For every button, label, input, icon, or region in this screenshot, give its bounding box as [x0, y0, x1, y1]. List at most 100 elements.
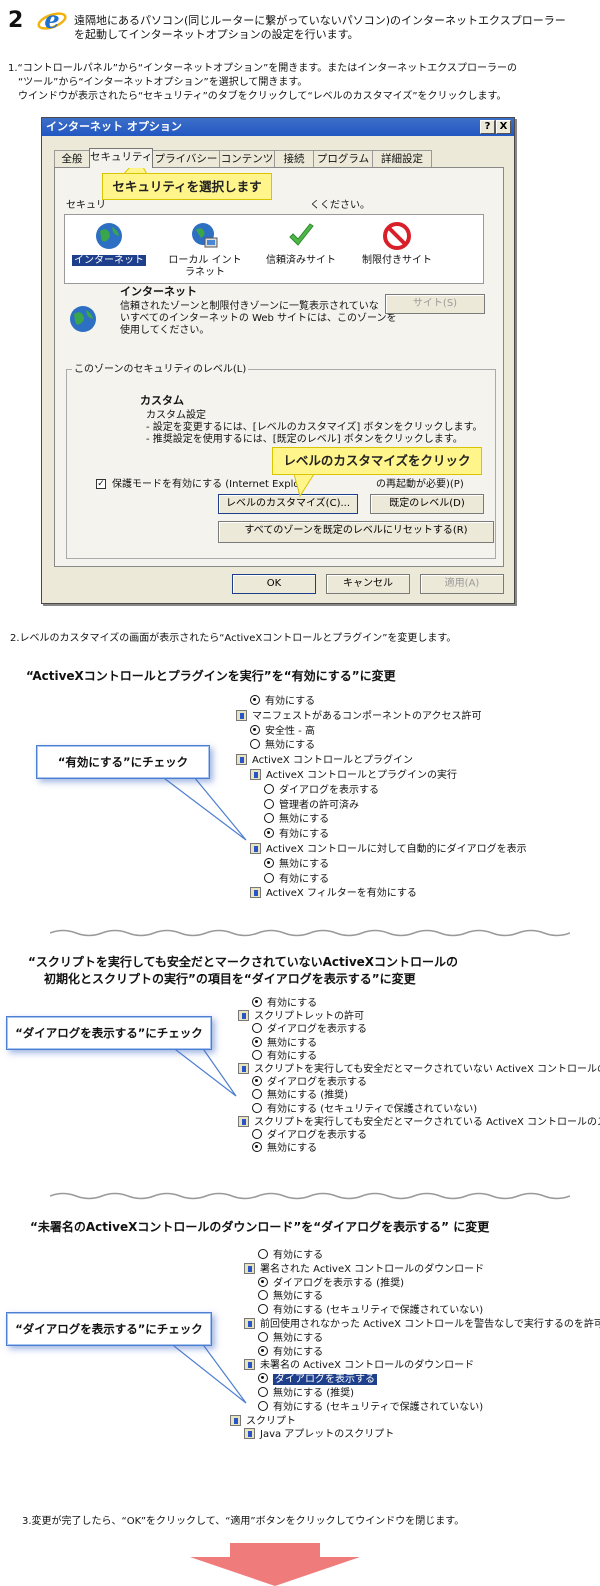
help-button[interactable]: ?	[480, 120, 495, 134]
radio-option[interactable]: ダイアログを表示する	[252, 1023, 367, 1036]
tab-programs[interactable]: プログラム	[313, 150, 373, 167]
radio-option[interactable]: ダイアログを表示する	[252, 1129, 367, 1142]
close-button[interactable]: X	[496, 120, 511, 134]
zone-local-intranet[interactable]: ローカル イントラネット	[165, 219, 245, 279]
setting-item[interactable]: スクリプトを実行しても安全だとマークされていない ActiveX コントロールの…	[238, 1063, 600, 1076]
radio-button-icon	[252, 1142, 262, 1153]
zone-desc-3: 使用してください。	[120, 325, 210, 336]
apply-button[interactable]: 適用(A)	[420, 574, 504, 594]
tab-general[interactable]: 全般	[54, 150, 90, 167]
radio-option[interactable]: 安全性 - 高	[250, 724, 315, 738]
callout-select-security: セキュリティを選択します	[102, 173, 272, 200]
radio-option[interactable]: 有効にする	[264, 828, 329, 841]
radio-option[interactable]: 有効にする	[252, 997, 317, 1010]
protected-mode-checkbox[interactable]: ✓	[96, 479, 106, 489]
radio-option[interactable]: 有効にする	[258, 1345, 323, 1359]
option-label: スクリプトを実行しても安全だとマークされていない ActiveX コントロールの…	[254, 1064, 600, 1075]
option-label: 有効にする (セキュリティで保護されていない)	[273, 1401, 484, 1413]
step2-text: 2.レベルのカスタマイズの画面が表示されたら“ActiveXコントロールとプラグ…	[10, 633, 457, 644]
option-label: ダイアログを表示する	[267, 1130, 367, 1141]
option-label: 有効にする (セキュリティで保護されていない)	[267, 1103, 478, 1115]
setting-item[interactable]: ActiveX コントロールに対して自動的にダイアログを表示	[250, 843, 527, 856]
ok-button[interactable]: OK	[232, 574, 316, 594]
option-label: 未署名の ActiveX コントロールのダウンロード	[260, 1360, 475, 1372]
radio-option[interactable]: 無効にする (推奨)	[258, 1387, 354, 1400]
setting-icon	[238, 1010, 249, 1022]
cancel-button[interactable]: キャンセル	[326, 574, 410, 594]
custom-level-button[interactable]: レベルのカスタマイズ(C)...	[218, 494, 358, 514]
zone-restricted-sites[interactable]: 制限付きサイト	[357, 219, 437, 267]
radio-button-icon	[264, 798, 274, 809]
setting-icon	[244, 1262, 255, 1274]
internet-options-dialog: インターネット オプション ? X 全般 セキュリティ プライバシー コンテンツ…	[41, 117, 515, 604]
setting-item[interactable]: マニフェストがあるコンポーネントのアクセス許可	[236, 709, 482, 723]
radio-option[interactable]: ダイアログを表示する	[258, 1373, 377, 1386]
setting-item[interactable]: ActiveX コントロールとプラグインの実行	[250, 769, 457, 782]
zone-trusted-sites[interactable]: 信頼済みサイト	[261, 219, 341, 267]
tab-advanced[interactable]: 詳細設定	[372, 150, 432, 167]
option-label: 無効にする (推奨)	[273, 1388, 355, 1399]
radio-option[interactable]: 無効にする	[252, 1142, 317, 1155]
callout-pointer	[294, 474, 315, 498]
setting-item[interactable]: 未署名の ActiveX コントロールのダウンロード	[244, 1359, 474, 1372]
radio-option[interactable]: ダイアログを表示する (推奨)	[258, 1276, 404, 1290]
level-desc-2: - 設定を変更するには、[レベルのカスタマイズ] ボタンをクリックします。	[146, 422, 483, 433]
radio-option[interactable]: 無効にする	[252, 1036, 317, 1050]
zone-label: 信頼済みサイト	[266, 255, 336, 266]
radio-option[interactable]: ダイアログを表示する	[252, 1076, 367, 1089]
section2-heading-2: 初期化とスクリプトの実行”の項目を“ダイアログを表示する”に変更	[44, 972, 416, 986]
option-label: 有効にする	[279, 829, 330, 841]
radio-option[interactable]: 無効にする	[258, 1331, 323, 1345]
callout-pointer	[150, 1327, 247, 1404]
tab-privacy[interactable]: プライバシー	[152, 150, 220, 167]
radio-button-icon	[258, 1387, 268, 1397]
option-label: 有効にする	[267, 998, 318, 1009]
radio-option[interactable]: 有効にする	[264, 872, 329, 886]
reset-all-zones-button[interactable]: すべてのゾーンを既定のレベルにリセットする(R)	[218, 521, 494, 543]
setting-item[interactable]: 前回使用されなかった ActiveX コントロールを警告なしで実行するのを許可	[244, 1318, 600, 1331]
setting-item[interactable]: スクリプト	[230, 1414, 296, 1428]
zone-internet[interactable]: インターネット	[69, 219, 149, 267]
radio-button-icon	[252, 1023, 262, 1034]
radio-option[interactable]: 有効にする (セキュリティで保護されていない)	[258, 1304, 483, 1317]
radio-option[interactable]: 無効にする	[264, 857, 329, 871]
setting-item[interactable]: ActiveX コントロールとプラグイン	[236, 754, 413, 767]
radio-option[interactable]: 有効にする	[250, 695, 315, 708]
callout-pointer	[140, 760, 247, 841]
option-label: 有効にする	[265, 696, 316, 707]
radio-button-icon	[258, 1304, 268, 1315]
level-desc-3: - 推奨設定を使用するには、[既定のレベル] ボタンをクリックします。	[146, 434, 463, 445]
option-label: マニフェストがあるコンポーネントのアクセス許可	[252, 710, 482, 722]
option-label: 前回使用されなかった ActiveX コントロールを警告なしで実行するのを許可	[260, 1319, 600, 1330]
radio-option[interactable]: 有効にする (セキュリティで保護されていない)	[258, 1400, 484, 1414]
setting-icon	[236, 754, 247, 766]
zone-selector: インターネット ローカル イントラネット 信頼済みサイト 制限付きサイト	[64, 214, 484, 284]
default-level-button[interactable]: 既定のレベル(D)	[370, 494, 484, 514]
zone-desc-1: 信頼されたゾーンと制限付きゾーンに一覧表示されていな	[120, 301, 379, 312]
setting-item[interactable]: スクリプトレットの許可	[238, 1010, 364, 1023]
setting-icon	[244, 1318, 255, 1329]
tab-connections[interactable]: 接続	[274, 150, 314, 167]
tab-content[interactable]: コンテンツ	[219, 150, 275, 167]
radio-button-icon	[250, 724, 260, 735]
radio-option[interactable]: 有効にする	[258, 1249, 323, 1262]
radio-option[interactable]: 無効にする	[250, 739, 315, 752]
radio-button-icon	[252, 1036, 262, 1047]
setting-item[interactable]: スクリプトを実行しても安全だとマークされている ActiveX コントロールのス…	[238, 1115, 600, 1129]
radio-option[interactable]: 無効にする	[258, 1290, 323, 1303]
radio-option[interactable]: 無効にする	[264, 813, 329, 826]
radio-option[interactable]: ダイアログを表示する	[264, 783, 379, 797]
setting-icon	[250, 843, 261, 854]
option-label: 有効にする	[267, 1050, 318, 1062]
tab-security[interactable]: セキュリティ	[89, 148, 153, 168]
radio-option[interactable]: 有効にする	[252, 1049, 318, 1063]
option-label: スクリプト	[246, 1415, 296, 1427]
radio-option[interactable]: 管理者の許可済み	[264, 798, 359, 812]
setting-item[interactable]: ActiveX フィルターを有効にする	[250, 887, 417, 900]
sites-button[interactable]: サイト(S)	[385, 294, 485, 314]
radio-option[interactable]: 有効にする (セキュリティで保護されていない)	[252, 1102, 478, 1116]
radio-option[interactable]: 無効にする (推奨)	[252, 1089, 348, 1102]
setting-item[interactable]: Java アプレットのスクリプト	[244, 1428, 394, 1441]
radio-button-icon	[258, 1373, 268, 1384]
setting-item[interactable]: 署名された ActiveX コントロールのダウンロード	[244, 1262, 484, 1276]
